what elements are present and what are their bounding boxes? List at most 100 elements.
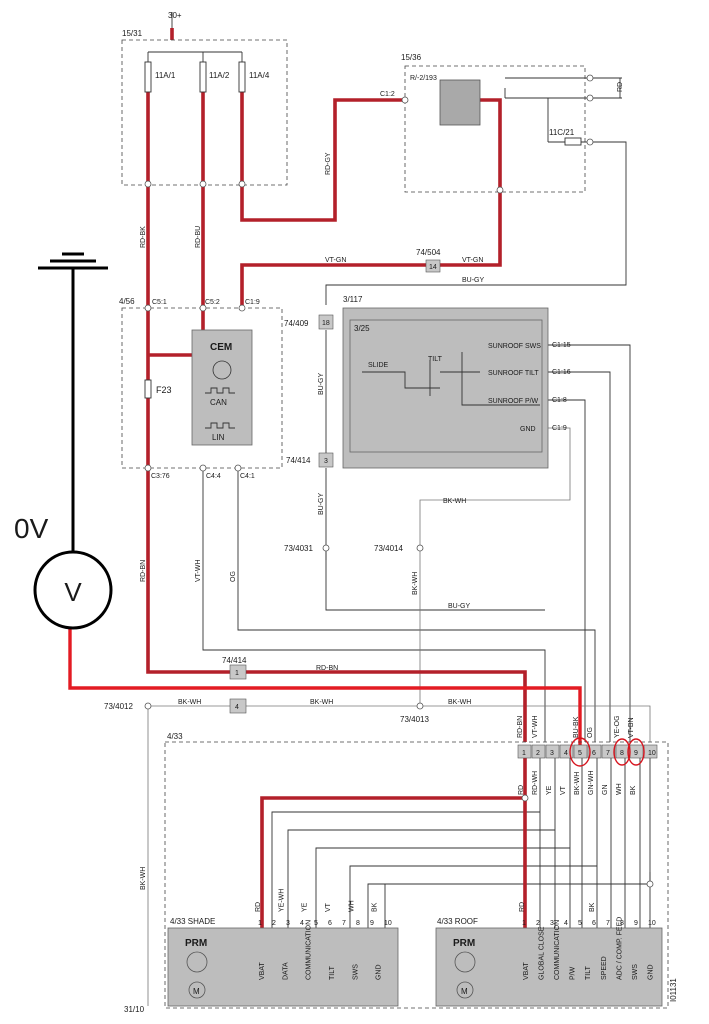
module-signal-label: TILT: [329, 965, 336, 980]
connector-pin: [587, 744, 602, 759]
wire-label-7: BU-GY: [318, 373, 325, 396]
module-pin-number: 2: [272, 920, 276, 927]
splice-74-414-b: [229, 664, 247, 680]
module-pin-number: 8: [620, 920, 624, 927]
relay-coil: [439, 79, 481, 126]
wire-label-20: VT-WH: [532, 715, 539, 738]
splice-label-6: 73/4013: [400, 715, 429, 724]
connector-pin-number: 2: [536, 750, 540, 757]
module-wire-label: RD: [519, 902, 526, 912]
module-pin-number: 5: [314, 920, 318, 927]
switch-signal-4: GND: [520, 426, 536, 433]
connector-wire-label: BK: [630, 785, 637, 795]
cem-can: CAN: [210, 398, 227, 407]
splice-label-3: 74/414: [286, 456, 311, 465]
fuse-label-3: 11A/4: [249, 71, 270, 80]
roof-id: 4/33 ROOF: [437, 917, 478, 926]
connector-pin-number: 8: [620, 750, 624, 757]
cem-module: [191, 329, 253, 446]
voltmeter-symbol: V: [64, 577, 82, 607]
supply-label: 30+: [168, 11, 182, 20]
wire-label-1: RD-GY: [325, 152, 332, 175]
switch-pin-4: C1:9: [552, 425, 567, 432]
wire-label-22: OG: [587, 727, 594, 738]
transistor-icon: [186, 951, 208, 973]
fuse-label-1: 11A/1: [155, 71, 176, 80]
splice-label-5: 73/4014: [374, 544, 403, 553]
module-pin-number: 4: [564, 920, 568, 927]
highlight-pin-9: [627, 738, 645, 766]
connector-wire-label: GN: [602, 785, 609, 796]
module-pin-number: 10: [384, 920, 392, 927]
relay-label: R/-2/193: [410, 75, 437, 82]
connector-pin-number: 9: [634, 750, 638, 757]
wire-label-15: RD-BN: [316, 665, 338, 672]
relay-id: 15/36: [401, 53, 422, 62]
relay-lead: RD: [617, 82, 624, 92]
module-signal-label: P/W: [570, 966, 577, 980]
transistor-icon: [212, 360, 232, 380]
switch-tilt: TILT: [428, 356, 443, 363]
wire-label-8: BU-GY: [318, 493, 325, 516]
connector-pin-number: 7: [606, 750, 610, 757]
connector-pin-number: 10: [648, 750, 656, 757]
splice-74-409: [318, 314, 334, 330]
connector-pin: [573, 744, 588, 759]
fuse-11a1: [144, 61, 152, 93]
cem-pin-bottom-3: C4:1: [240, 473, 255, 480]
connector-wire-label: WH: [616, 783, 623, 795]
splice-pin-1: 14: [429, 264, 437, 271]
connector-pin-number: 6: [592, 750, 596, 757]
module-pin-number: 1: [258, 920, 262, 927]
cem-pin-top-1: C5:1: [152, 299, 167, 306]
switch-pin-1: C1:15: [552, 342, 571, 349]
meter-probe-lead: [68, 628, 582, 752]
powered-circuit: [146, 28, 527, 928]
switch-signal-2: SUNROOF TILT: [488, 370, 539, 377]
module-wire-label: RD: [255, 902, 262, 912]
module-pin-number: 7: [342, 920, 346, 927]
cem-pin-bottom-2: C4:4: [206, 473, 221, 480]
module-pin-number: 9: [634, 920, 638, 927]
fuse-11a4: [238, 61, 246, 93]
connector-id: 4/33: [167, 732, 183, 741]
lin-waveform-icon: [205, 422, 235, 429]
module-signal-label: VBAT: [523, 962, 530, 980]
connector-wire-label: RD-WH: [532, 771, 539, 795]
module-wire-label: YE-WH: [278, 889, 285, 912]
ground-id: 31/10: [124, 1005, 145, 1014]
module-signal-label: COMMUNICATION: [306, 920, 313, 980]
module-pin-number: 7: [606, 920, 610, 927]
shade-title: PRM: [185, 938, 207, 949]
switch-inner-id: 3/25: [354, 324, 370, 333]
cem-fuse-label: F23: [156, 385, 172, 395]
connector-pin: [517, 744, 532, 759]
highlight-pin-5: [569, 737, 591, 767]
wire-label-4: VT-GN: [325, 257, 346, 264]
switch-module: [342, 307, 549, 469]
connector-pin: [601, 744, 616, 759]
motor-icon: [456, 981, 474, 999]
switch-signal-1: SUNROOF SWS: [488, 343, 541, 350]
connector-wire-label: RD: [518, 785, 525, 795]
voltmeter: [33, 550, 113, 630]
module-pin-number: 9: [370, 920, 374, 927]
connector-pin-number: 5: [578, 750, 582, 757]
splice-74-414-a: [318, 452, 334, 468]
module-pin-number: 8: [356, 920, 360, 927]
module-pin-number: 4: [300, 920, 304, 927]
wire-label-21: BU-BK: [573, 716, 580, 738]
connector-pin: [531, 744, 546, 759]
switch-contacts: [362, 352, 540, 406]
module-wire-label: BK: [589, 902, 596, 912]
connector-pin-number: 3: [550, 750, 554, 757]
switch-inner: [349, 319, 543, 453]
module-pin-number: 6: [328, 920, 332, 927]
wire-label-13: OG: [230, 571, 237, 582]
connector-pin: [615, 744, 630, 759]
module-signal-label: GLOBAL CLOSE: [539, 926, 546, 980]
wire-label-5: VT-GN: [462, 257, 483, 264]
